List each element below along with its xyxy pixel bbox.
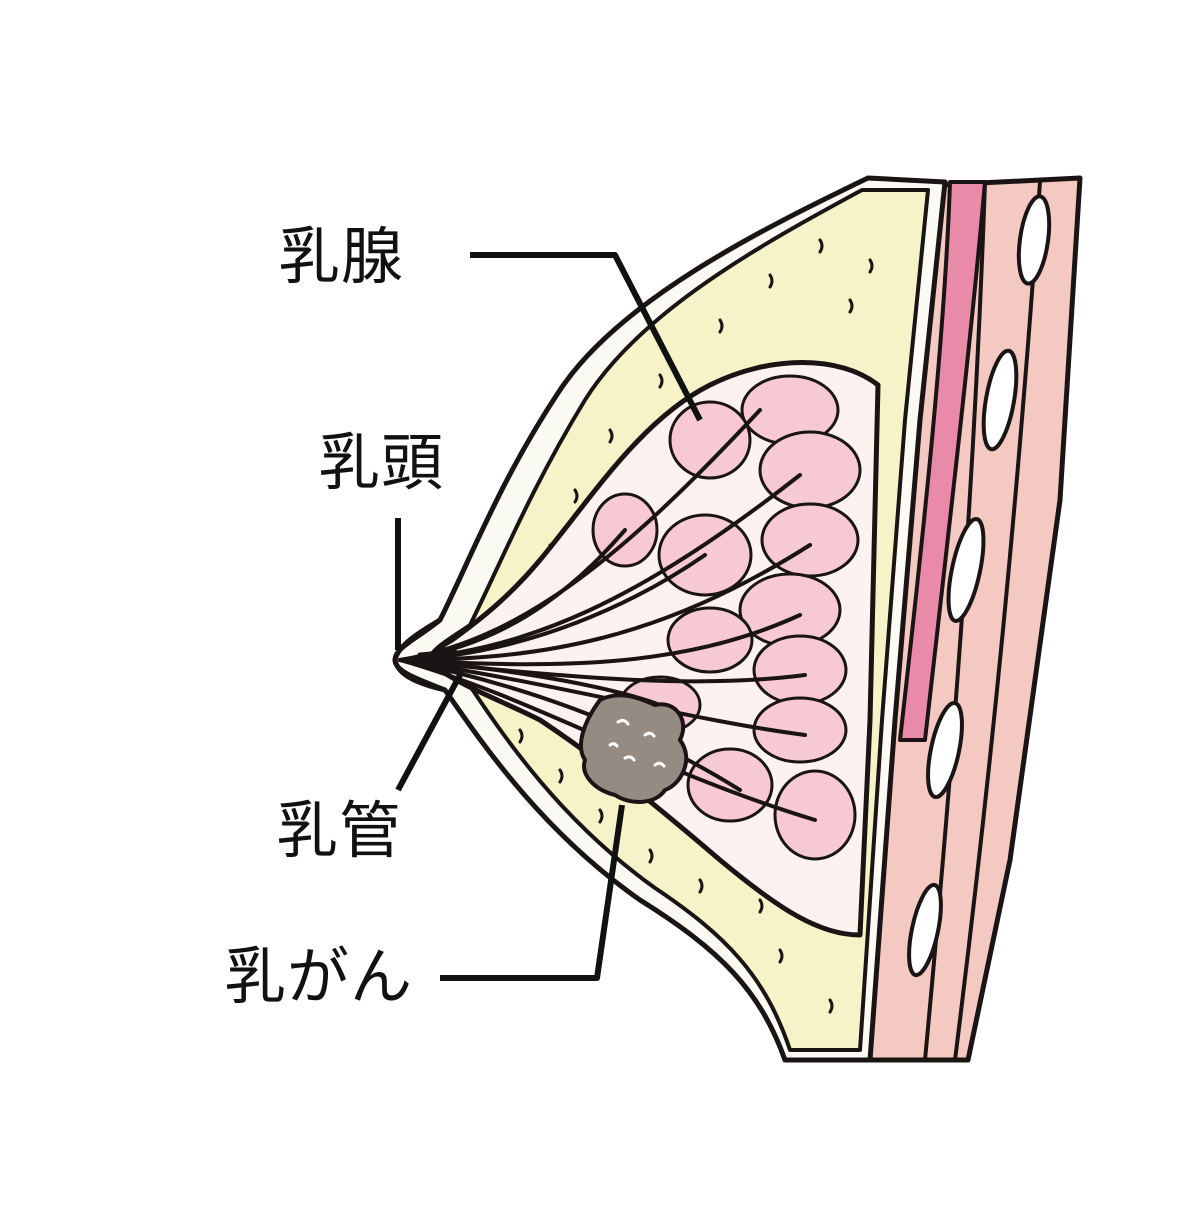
leader-line-duct — [395, 673, 463, 792]
label-nipple: 乳頭 — [318, 426, 445, 499]
rib-3 — [946, 517, 986, 623]
leader-lines — [395, 252, 703, 981]
rib-2 — [981, 348, 1019, 452]
rib-1 — [1016, 194, 1052, 286]
leader-line-gland — [470, 252, 703, 422]
nipple-shape — [392, 617, 446, 693]
tumor — [579, 693, 689, 804]
rib-4 — [926, 700, 964, 800]
label-milk-duct: 乳管 — [276, 794, 403, 867]
label-mammary-gland: 乳腺 — [278, 220, 405, 293]
pectoral-muscle-band — [898, 180, 987, 742]
tumor-highlights — [608, 718, 666, 768]
chest-wall-inner-line — [953, 181, 1042, 1061]
leader-line-cancer — [440, 804, 625, 981]
label-breast-cancer: 乳がん — [224, 940, 414, 1013]
rib-5 — [907, 882, 943, 978]
